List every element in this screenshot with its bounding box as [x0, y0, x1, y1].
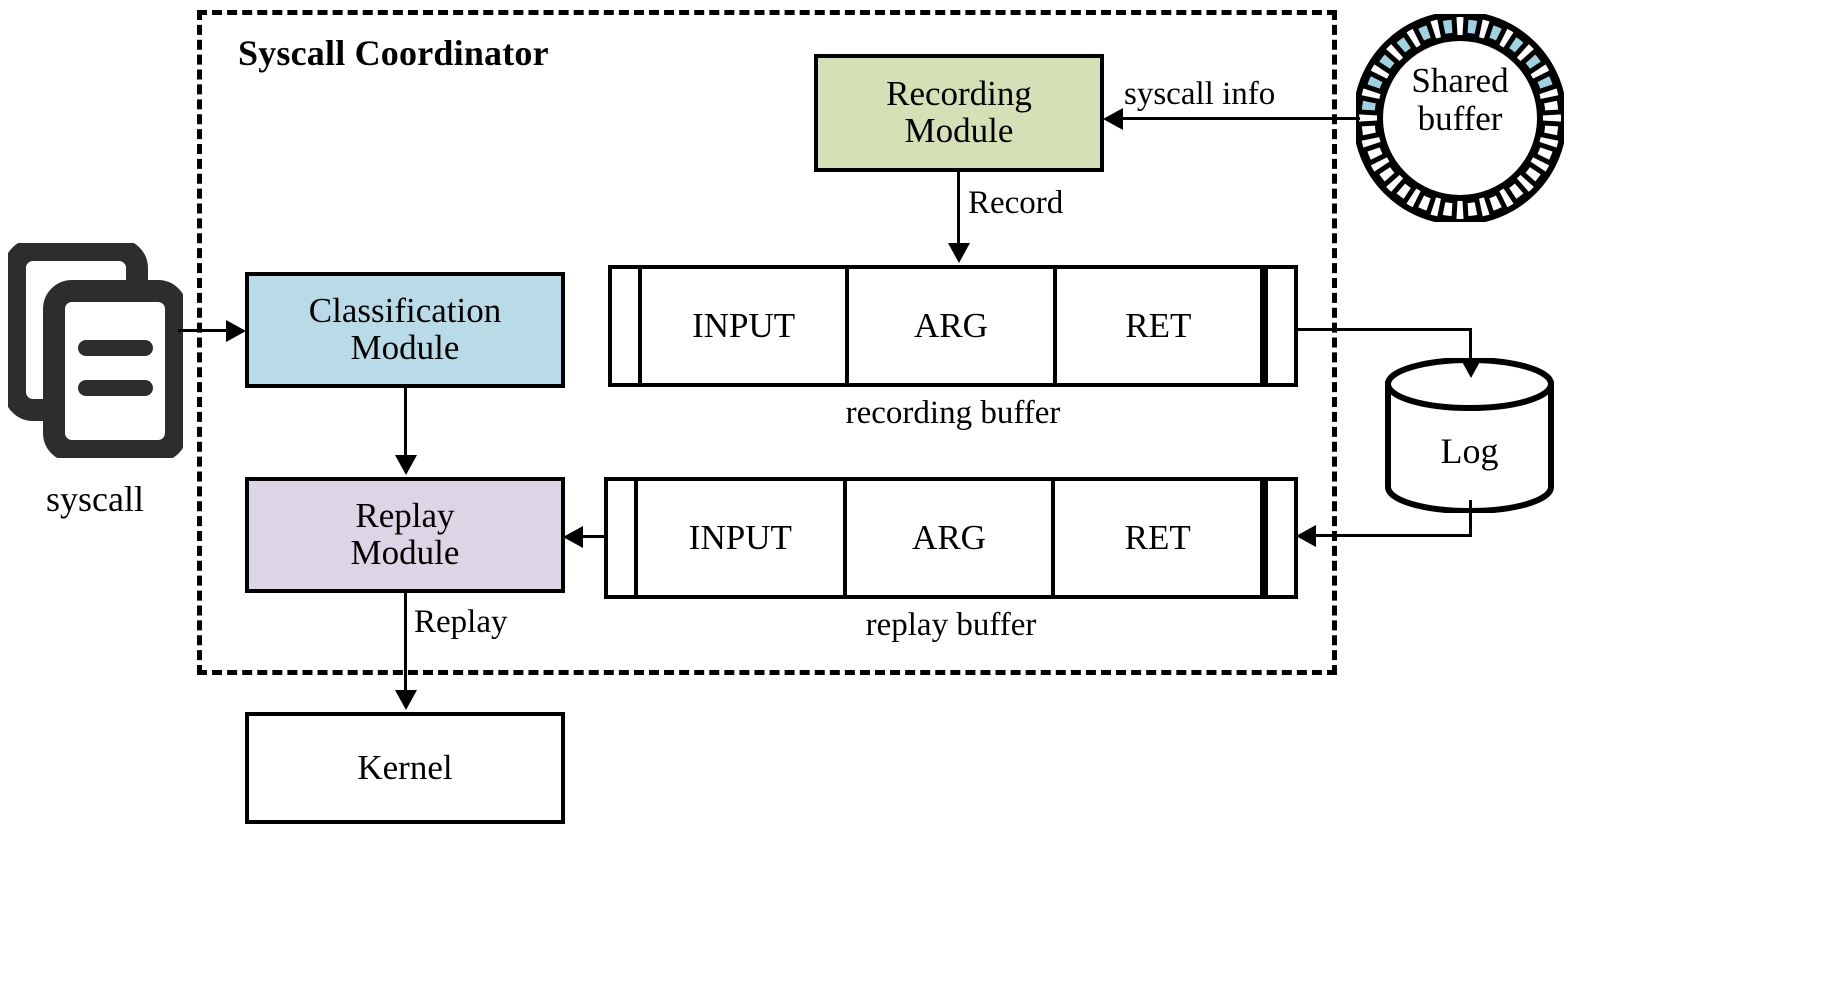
syscall-info-arrowhead — [1103, 108, 1123, 130]
replay-to-kernel-arrowhead — [395, 690, 417, 710]
recording-buffer: INPUT ARG RET — [608, 265, 1298, 387]
shared-buffer-segment — [1436, 14, 1458, 40]
replay-buffer-caption: replay buffer — [865, 607, 1037, 643]
page-title: Syscall Coordinator — [238, 33, 549, 73]
replay-buffer-cell-ret: RET — [1055, 481, 1265, 595]
replay-to-kernel-line — [404, 593, 407, 693]
syscall-to-classification-line — [178, 329, 238, 332]
recording-module-line1: Recording — [886, 74, 1032, 114]
syscall-document-icon — [4, 239, 187, 462]
replay-buffer-head-cell — [608, 481, 638, 595]
recordingbuffer-to-log-line — [1296, 328, 1472, 331]
recording-buffer-tail-cell — [1263, 269, 1294, 383]
recording-buffer-head-cell — [612, 269, 642, 383]
record-arrowhead — [948, 243, 970, 263]
classification-module-line1: Classification — [308, 291, 502, 331]
shared-buffer-label: Shared buffer — [1356, 62, 1564, 138]
replay-buffer-tail-cell — [1264, 481, 1294, 595]
replay-module-line1: Replay — [355, 496, 455, 536]
replaybuffer-to-replaymodule-line — [580, 535, 606, 538]
syscall-to-classification-arrowhead — [226, 320, 246, 342]
classification-module-line2: Module — [350, 328, 460, 367]
record-line — [957, 172, 960, 245]
shared-buffer-line1: Shared — [1411, 61, 1509, 100]
recording-module-line2: Module — [904, 111, 1014, 150]
shared-buffer-segment — [1436, 196, 1458, 222]
replay-buffer-cell-input: INPUT — [638, 481, 847, 595]
replay-buffer: INPUT ARG RET — [604, 477, 1298, 599]
replaybuffer-to-replaymodule-arrowhead — [563, 526, 583, 548]
log-to-replaybuffer-line — [1315, 534, 1472, 537]
shared-buffer-line2: buffer — [1417, 98, 1503, 138]
syscall-source-label: syscall — [46, 479, 144, 519]
recording-module-box[interactable]: Recording Module — [814, 54, 1104, 172]
log-database-icon — [1382, 357, 1557, 514]
recording-buffer-cell-arg: ARG — [849, 269, 1057, 383]
kernel-label: Kernel — [357, 747, 453, 787]
classification-module-box[interactable]: Classification Module — [245, 272, 565, 388]
recording-buffer-cell-ret: RET — [1057, 269, 1264, 383]
shared-buffer-segment — [1462, 14, 1484, 40]
record-edge-label: Record — [968, 185, 1064, 221]
syscall-info-line — [1120, 117, 1360, 120]
log-label: Log — [1440, 431, 1499, 471]
log-to-replaybuffer-arrowhead — [1296, 525, 1316, 547]
replay-buffer-cell-arg: ARG — [847, 481, 1056, 595]
replay-edge-label: Replay — [414, 604, 508, 640]
replay-module-line2: Module — [350, 533, 460, 572]
shared-buffer-segment — [1462, 196, 1484, 222]
replay-module-box[interactable]: Replay Module — [245, 477, 565, 593]
recording-buffer-caption: recording buffer — [845, 395, 1061, 431]
syscall-coordinator-boundary — [197, 10, 1337, 675]
syscall-info-edge-label: syscall info — [1124, 76, 1276, 112]
recording-buffer-cell-input: INPUT — [642, 269, 850, 383]
kernel-box[interactable]: Kernel — [245, 712, 565, 824]
recordingbuffer-to-log-arrowhead — [1460, 358, 1482, 378]
recordingbuffer-to-log-drop — [1469, 328, 1472, 363]
classification-to-replay-line — [404, 388, 407, 458]
classification-to-replay-arrowhead — [395, 455, 417, 475]
log-to-replaybuffer-drop — [1469, 500, 1472, 536]
